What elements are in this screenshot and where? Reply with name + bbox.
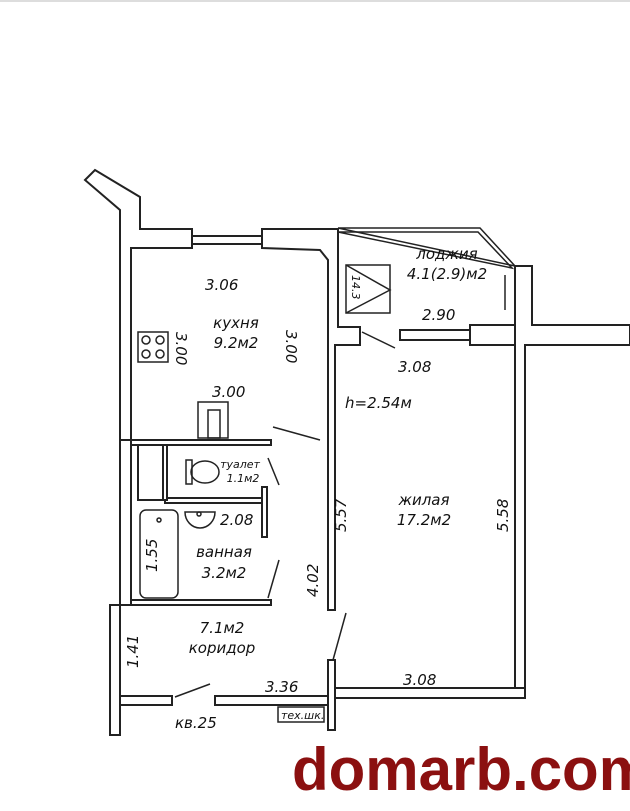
ventilation-icon <box>197 401 229 439</box>
toilet-icon <box>185 459 220 485</box>
doors <box>174 275 506 698</box>
living-dim-bottom: 3.08 <box>403 671 436 689</box>
loggia-dim: 2.90 <box>422 306 455 324</box>
shaft-icon <box>345 264 392 314</box>
sink-icon <box>184 511 216 529</box>
ceiling-height: h=2.54м <box>345 394 412 412</box>
corridor-dim-left: 1.41 <box>124 635 142 668</box>
kitchen-area: 9.2м2 <box>214 334 259 352</box>
watermark: domarb.com <box>292 736 630 803</box>
bathroom-dim-top: 2.08 <box>220 511 253 529</box>
toilet-area: 1.1м2 <box>227 472 260 485</box>
loggia-area: 4.1(2.9)м2 <box>407 265 487 283</box>
living-area: 17.2м2 <box>397 511 451 529</box>
tech-cabinet <box>277 706 325 723</box>
kitchen-window <box>191 235 263 245</box>
bathroom-dim-left: 1.55 <box>143 539 161 572</box>
tech-cabinet-label: тех.шк. <box>281 709 324 722</box>
living-dim-top: 3.08 <box>398 358 431 376</box>
living-dim-left: 5.57 <box>332 498 350 532</box>
kitchen-dim-left: 3.00 <box>172 332 190 365</box>
loggia-name: лоджия <box>415 245 477 263</box>
kitchen-name: кухня <box>213 314 259 332</box>
living-dim-right: 5.58 <box>494 499 512 532</box>
corridor-dim-bottom: 3.36 <box>265 678 298 696</box>
kitchen-dim-top: 3.06 <box>205 276 238 294</box>
bathroom-area: 3.2м2 <box>202 564 247 582</box>
bathroom-dim-right: 4.02 <box>304 564 322 597</box>
toilet-name: туалет <box>220 458 260 471</box>
walls <box>83 168 630 736</box>
corridor-area: 7.1м2 <box>200 619 245 637</box>
kitchen-dim-right: 3.00 <box>282 330 300 363</box>
stove-icon <box>137 331 169 363</box>
bathtub-icon <box>139 509 179 599</box>
storage-niche <box>137 444 164 501</box>
shaft-label: 14.3 <box>349 275 362 300</box>
kitchen-dim-bottom: 3.00 <box>212 383 245 401</box>
living-name: жилая <box>397 491 449 509</box>
apartment-label: кв.25 <box>175 714 217 732</box>
corridor-name: коридор <box>189 639 256 657</box>
bathroom-name: ванная <box>196 543 252 561</box>
living-window <box>399 329 471 341</box>
